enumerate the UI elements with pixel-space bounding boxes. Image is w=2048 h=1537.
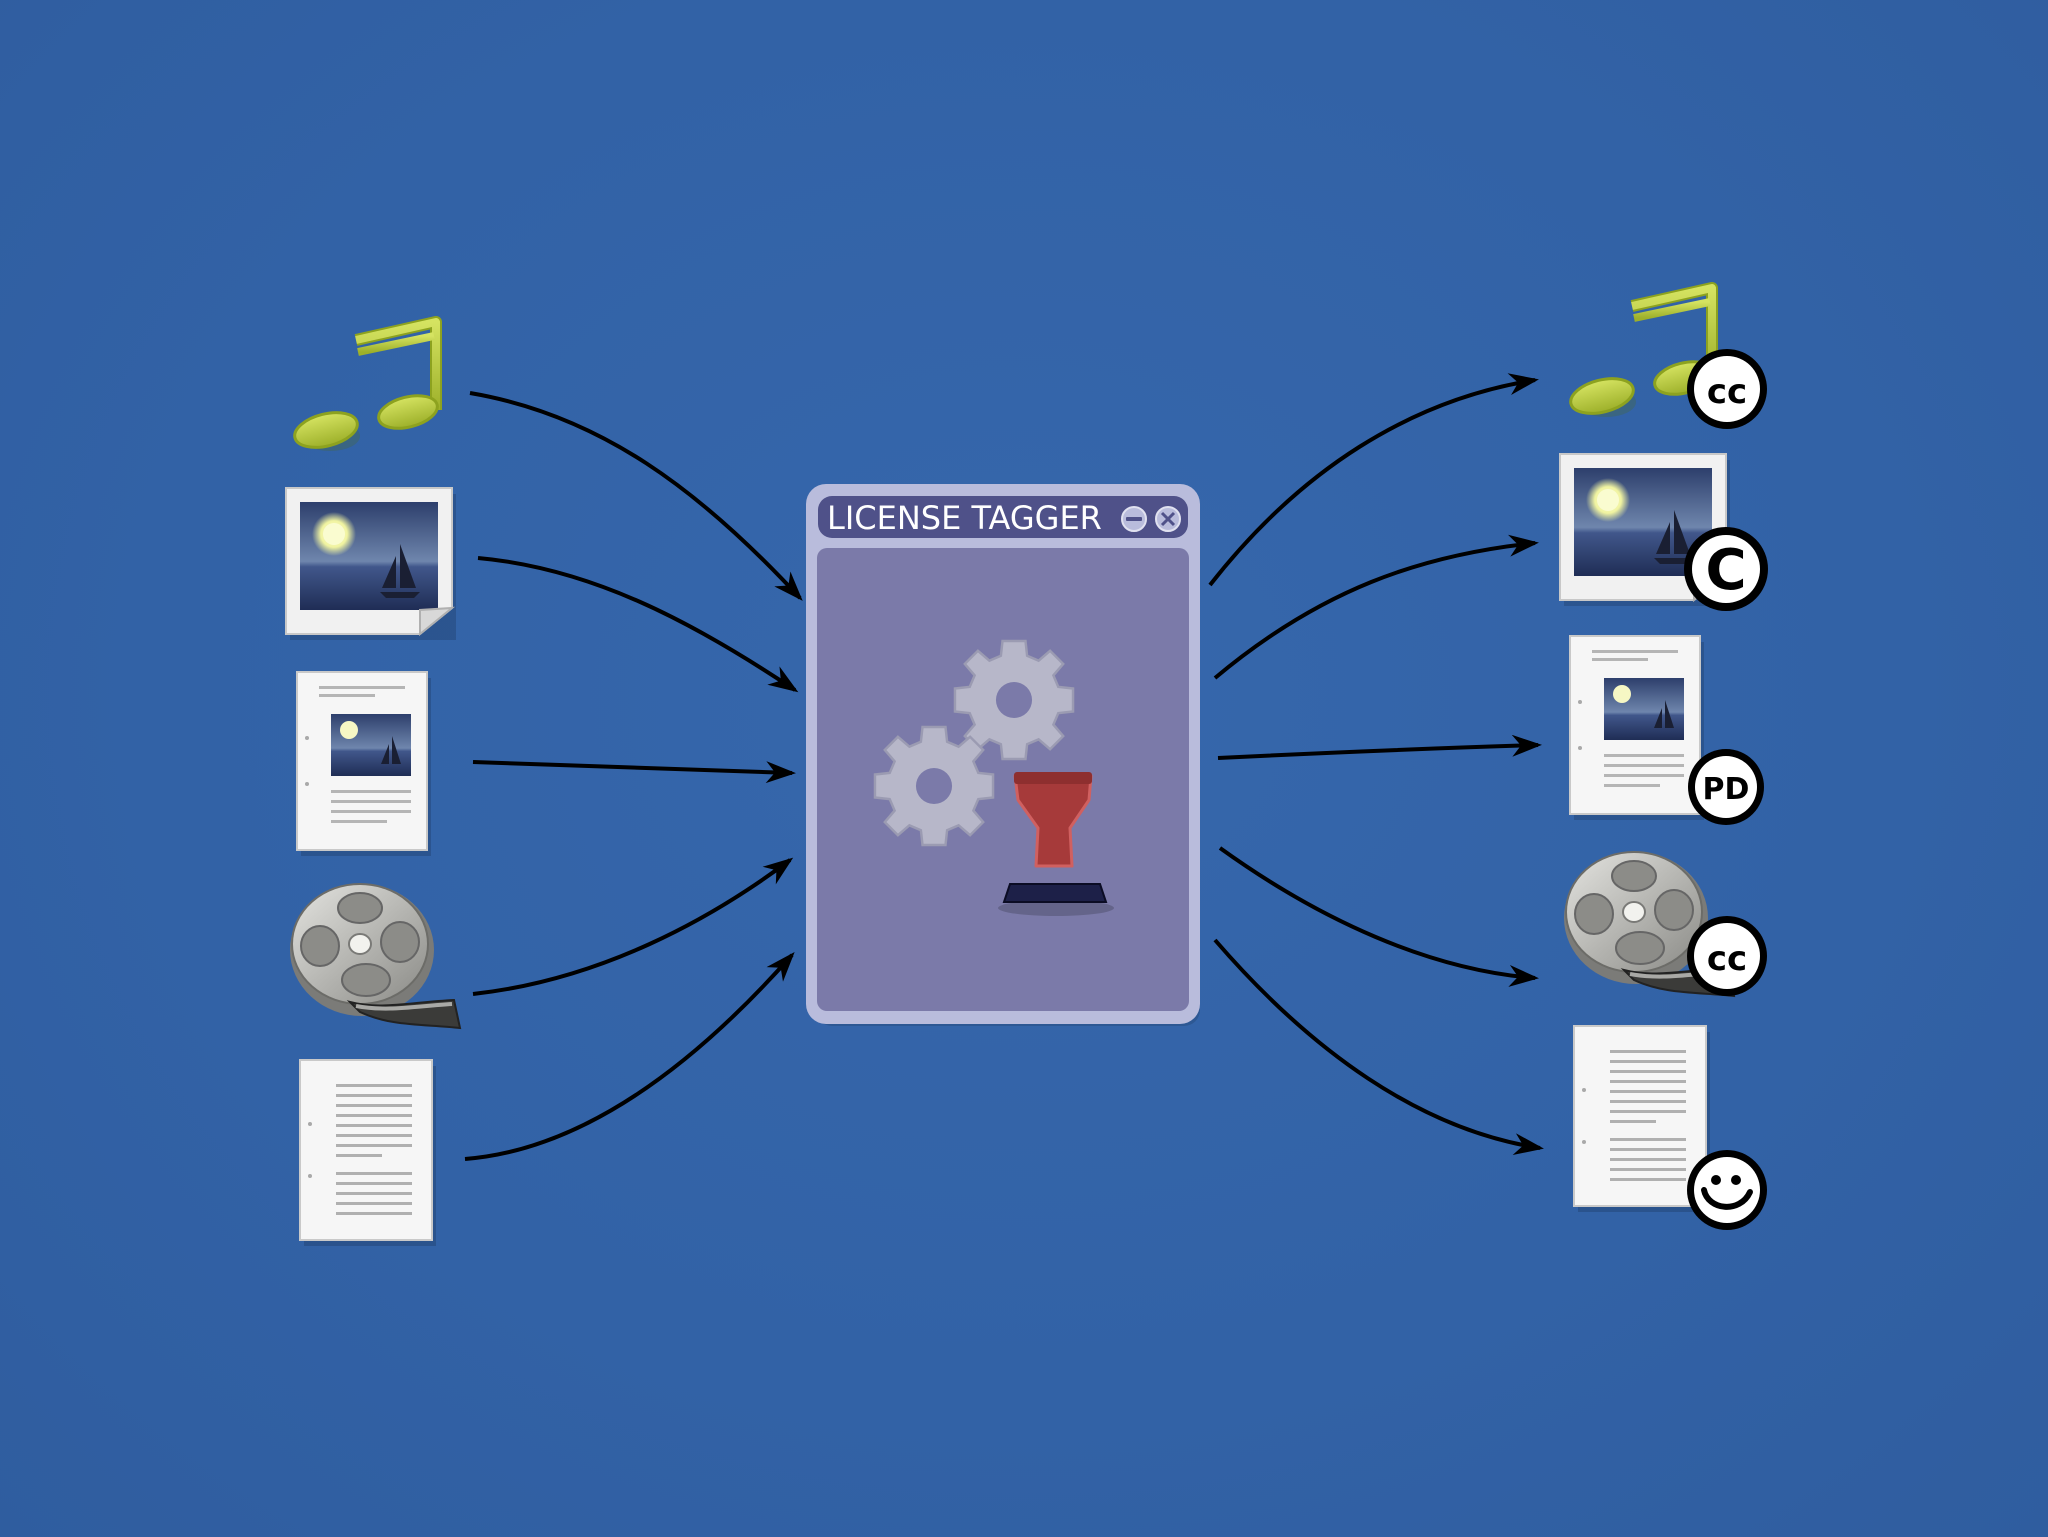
minimize-button[interactable] bbox=[1122, 507, 1146, 531]
arrow-tagger-to-music bbox=[1210, 380, 1535, 585]
close-button[interactable] bbox=[1156, 507, 1180, 531]
window-body bbox=[817, 548, 1189, 1011]
public-domain-badge: PD bbox=[1688, 749, 1764, 825]
svg-text:C: C bbox=[1705, 538, 1746, 603]
copyright-badge: C bbox=[1684, 527, 1768, 611]
input-files bbox=[286, 322, 460, 1246]
arrow-docimg-to-tagger bbox=[473, 762, 792, 773]
svg-text:cc: cc bbox=[1707, 372, 1747, 412]
arrow-textdoc-to-tagger bbox=[465, 955, 792, 1159]
window-title: LICENSE TAGGER bbox=[827, 499, 1102, 537]
svg-text:cc: cc bbox=[1707, 939, 1747, 979]
output-files: cc C PD cc bbox=[1560, 288, 1768, 1230]
arrow-music-to-tagger bbox=[470, 393, 800, 598]
license-tagger-window: LICENSE TAGGER bbox=[806, 484, 1200, 1026]
image-file-icon bbox=[286, 488, 456, 640]
cc-license-badge: cc bbox=[1687, 349, 1767, 429]
document-with-image-icon bbox=[1570, 636, 1704, 820]
arrow-tagger-to-image bbox=[1215, 543, 1535, 678]
music-note-icon bbox=[291, 322, 441, 453]
svg-text:PD: PD bbox=[1703, 772, 1750, 807]
smiley-license-icon bbox=[1687, 1150, 1767, 1230]
arrow-reel-to-tagger bbox=[473, 860, 790, 994]
arrow-tagger-to-reel bbox=[1220, 848, 1535, 978]
cc-license-badge: cc bbox=[1687, 916, 1767, 996]
text-document-icon bbox=[300, 1060, 436, 1246]
arrow-tagger-to-docimg bbox=[1218, 745, 1538, 758]
input-arrows bbox=[465, 393, 800, 1159]
arrow-image-to-tagger bbox=[478, 558, 795, 690]
document-with-image-icon bbox=[297, 672, 431, 856]
film-reel-icon bbox=[290, 884, 460, 1028]
output-arrows bbox=[1210, 380, 1540, 1148]
gear-icon bbox=[875, 727, 993, 845]
